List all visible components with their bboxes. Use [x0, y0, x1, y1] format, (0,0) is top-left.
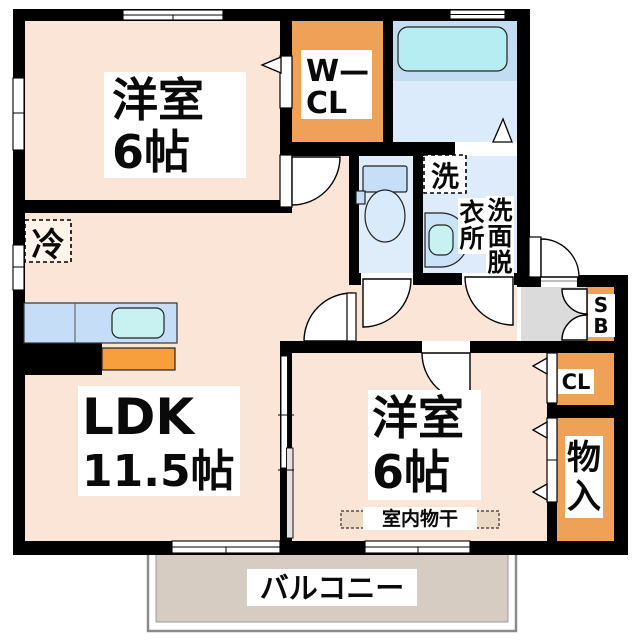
- closet-slide-arrow: [531, 356, 548, 376]
- wall: [393, 142, 455, 156]
- closet-labelbox: [558, 369, 594, 394]
- drying-labelbox: [363, 507, 477, 530]
- ldk-name: LDK: [82, 388, 196, 446]
- storage-labelbox: [565, 436, 603, 518]
- kitchen-counter-base: [13, 343, 102, 375]
- entry-door-leaf: [528, 236, 542, 278]
- washroom-door: [464, 276, 514, 326]
- washroom-char: 脱: [487, 248, 512, 277]
- annotation-boxes: [24, 154, 500, 529]
- toilet-bowl: [364, 189, 406, 243]
- shoebox-labelbox: [588, 294, 615, 337]
- entry-step-edge: [517, 287, 521, 341]
- storage-slide-arrow: [531, 420, 548, 440]
- wall: [517, 9, 530, 287]
- labels: 洋室 6帖 LDK 11.5帖 洋室 6帖 W— CL 冷 洗 洗 面 脱 衣 …: [32, 50, 615, 606]
- stove: [101, 347, 176, 371]
- wall: [280, 142, 393, 156]
- sliding-indicators: [260, 56, 548, 502]
- closet-label: CL: [562, 370, 591, 394]
- bedroom-top-door: [291, 156, 341, 206]
- ldk-door-leaf: [346, 292, 357, 342]
- indoor-drying-label: 室内物干: [382, 507, 458, 530]
- doors: [291, 117, 594, 402]
- ldk-size: 11.5帖: [82, 446, 235, 497]
- entry-door-swing: [540, 238, 580, 278]
- toilet-door: [362, 278, 412, 328]
- partition-sliding-pane: [280, 355, 288, 469]
- washroom-char: 洗: [487, 196, 512, 225]
- storage-char: 入: [567, 477, 601, 517]
- partition-sliding-pane: [286, 447, 294, 539]
- entry-door-opening: [541, 277, 577, 287]
- wall: [383, 9, 393, 156]
- storage-char: 物: [567, 438, 601, 478]
- ldk-labelbox: [78, 386, 240, 496]
- wall: [547, 405, 628, 418]
- bedroom-top-size: 6帖: [112, 125, 190, 179]
- washing-machine-label: 洗: [431, 160, 459, 193]
- toilet-handle: [355, 190, 366, 205]
- bedroom-bottom-door-opening: [422, 341, 470, 353]
- balcony-label: バルコニー: [260, 571, 404, 605]
- wcl-sliding-panel: [279, 55, 293, 109]
- balcony-labelbox: [247, 569, 417, 606]
- shoebox-char: S: [594, 293, 608, 317]
- wall: [349, 142, 359, 285]
- sink-basin: [428, 224, 454, 256]
- washing-machine-box: [423, 154, 467, 194]
- shoebox-door-lower: [561, 314, 588, 341]
- washroom-labelbox: [458, 198, 486, 254]
- drying-pole-box: [475, 510, 500, 529]
- washroom-char: 衣: [459, 198, 484, 227]
- wall: [413, 142, 423, 285]
- storage-slide-arrow: [531, 482, 548, 502]
- bedroom-bottom-name: 洋室: [372, 391, 464, 445]
- bedroom-bottom-size: 6帖: [372, 445, 450, 499]
- washroom-char: 面: [487, 222, 512, 251]
- bathtub: [397, 26, 508, 72]
- refrigerator-box: [24, 219, 72, 263]
- fixtures: [23, 26, 508, 371]
- wcl-labelbox: [301, 50, 372, 119]
- washroom-char: 所: [459, 224, 484, 253]
- shoebox-door-upper: [561, 288, 588, 315]
- bedroom-top-name: 洋室: [112, 73, 204, 127]
- bedroom-top-door-opening: [279, 154, 293, 208]
- wcl-label-line2: CL: [306, 86, 347, 121]
- wcl-label-line1: W—: [306, 54, 369, 89]
- refrigerator-label: 冷: [32, 225, 65, 264]
- windows: [12, 9, 506, 554]
- washroom-labelbox: [486, 196, 514, 276]
- kitchen-sink: [111, 307, 165, 339]
- closet-sliding-panel: [546, 352, 558, 404]
- wall: [13, 541, 628, 555]
- bathroom-door-opening: [455, 142, 517, 156]
- wall: [13, 200, 292, 213]
- bedroom-top-labelbox: [104, 72, 246, 178]
- bedroom-bottom-labelbox: [368, 390, 481, 500]
- toilet-tank: [362, 165, 408, 193]
- wcl-slide-arrow: [260, 56, 282, 74]
- bathroom-door-triangle: [492, 117, 513, 143]
- window-left-bedroom: [12, 77, 25, 151]
- shoebox-char: B: [593, 314, 608, 338]
